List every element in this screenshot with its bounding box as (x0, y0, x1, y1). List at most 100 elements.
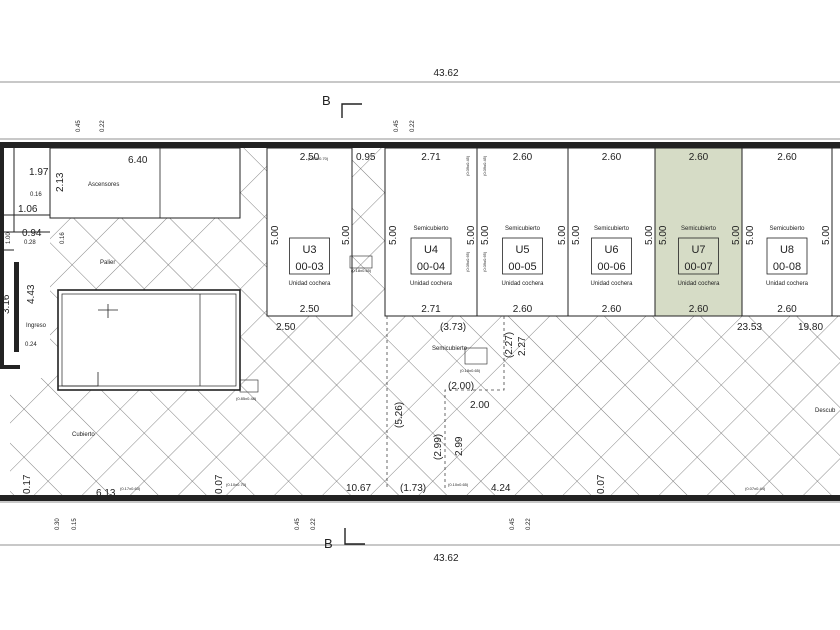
u8-tag-box (766, 237, 808, 275)
dim-100: 1.00 (6, 232, 12, 244)
note-1: (0.10x0.70) (308, 156, 329, 161)
dim-213: 2.13 (55, 172, 66, 192)
dim-1980: 19.80 (798, 322, 823, 333)
dim-028: 0.28 (24, 240, 36, 246)
u7-id: U7 (691, 244, 705, 256)
top-mark-045b: 0.45 (394, 120, 400, 132)
u8-top-dim: 2.60 (777, 152, 797, 163)
u7-box (654, 147, 743, 317)
u7-tag-box (678, 237, 719, 275)
u5-semi-label: Semicubierto (505, 226, 541, 232)
section-arrow-bottom (344, 528, 365, 545)
u3-code: 00-03 (295, 261, 323, 273)
dim-007a: 0.07 (214, 474, 225, 494)
u7-semi-label: Semicubierto (681, 226, 717, 232)
dim-197: 1.97 (29, 167, 49, 178)
label-palier: Palier (100, 260, 115, 266)
dim-227: 2.27 (517, 336, 528, 356)
annotations: (0.10x0.70) (0.18x0.65) (0.85x0.48) (0.1… (120, 155, 766, 491)
dim-640: 6.40 (128, 155, 148, 166)
u6-id: U6 (604, 244, 618, 256)
u6-depth-right: 5.00 (644, 225, 655, 245)
dim-227-paren: (2.27) (504, 332, 515, 358)
dim-299: 2.99 (454, 436, 465, 456)
meter-box-3 (349, 255, 373, 269)
u5-depth-right: 5.00 (557, 225, 568, 245)
u4-depth-right: 5.00 (466, 225, 477, 245)
u3-depth-left: 5.00 (270, 225, 281, 245)
label-descubierto: Descub (815, 408, 836, 414)
note-5: (0.17x0.63) (120, 486, 141, 491)
label-ascensores: Ascensores (88, 182, 119, 188)
dim-095: 0.95 (356, 152, 376, 163)
u5-depth-left: 5.00 (480, 225, 491, 245)
u4-box (384, 147, 478, 317)
label-semicubierto-zone: Semicubierto (432, 346, 468, 352)
meter-box-2 (464, 347, 488, 365)
bottom-mark-045a: 0.45 (295, 518, 301, 530)
core-rooms (49, 147, 488, 393)
u5-bottom-dim: 2.60 (513, 304, 533, 315)
note-8: (0.07x0.44) (745, 486, 766, 491)
u5-code: 00-05 (508, 261, 536, 273)
u5-box (476, 147, 569, 317)
dim-016b: 0.16 (60, 232, 66, 244)
dim-017: 0.17 (22, 474, 33, 494)
note-2: (0.18x0.65) (351, 268, 372, 273)
section-markers: B B (322, 93, 365, 551)
bottom-wall (0, 495, 840, 501)
u8-label: Unidad cochera (766, 281, 809, 287)
u6-bottom-dim: 2.60 (602, 304, 622, 315)
dim-316: 3.16 (1, 294, 12, 314)
stair-core (57, 289, 241, 391)
u4-bottom-dim: 2.71 (421, 304, 441, 315)
unit-u9-partial (831, 147, 840, 317)
dashed-right (444, 316, 505, 490)
u9-box-edge (831, 147, 840, 317)
u3-id: U3 (302, 244, 316, 256)
u4-top-dim: 2.71 (421, 152, 441, 163)
u4-tag-box (410, 237, 452, 275)
walls (0, 138, 840, 503)
u6-box (567, 147, 656, 317)
dim-424: 4.24 (491, 483, 511, 494)
note-7: (0.10x0.65) (448, 482, 469, 487)
u7-top-dim: 2.60 (689, 152, 709, 163)
left-lintel (0, 365, 20, 369)
left-dimensions: 6.40 1.97 2.13 0.16 1.06 0.94 0.28 0.16 … (1, 155, 148, 494)
label-cubierto: Cubierto (72, 432, 95, 438)
u3-tag-box (289, 237, 330, 275)
left-jamb (14, 262, 19, 352)
note-4: (0.18x0.65) (460, 368, 481, 373)
u5-top-dim: 2.60 (513, 152, 533, 163)
room-labels: Ascensores Palier Ingreso Cubierto Semic… (26, 182, 836, 438)
section-b-bottom: B (324, 536, 333, 551)
u6-depth-left: 5.00 (571, 225, 582, 245)
wall-marks: 0.45 0.22 0.45 0.22 0.30 0.15 0.45 0.22 … (55, 120, 532, 530)
u4-semi-label: Semicubierto (413, 226, 449, 232)
stair-core-inner (61, 293, 237, 387)
label-ingreso: Ingreso (26, 323, 47, 329)
dim-007b: 0.07 (596, 474, 607, 494)
u6-tag-box (591, 237, 632, 275)
top-mark-022a: 0.22 (100, 120, 106, 132)
u4-label: Unidad cochera (410, 281, 453, 287)
vnote-2: (0.09x0.45) (482, 155, 487, 176)
u8-depth-right: 5.00 (821, 225, 832, 245)
u4-depth-left: 5.00 (388, 225, 399, 245)
u3-top-dim: 2.50 (300, 152, 320, 163)
bottom-mark-015: 0.15 (72, 518, 78, 530)
dim-443: 4.43 (26, 284, 37, 304)
dim-373: (3.73) (440, 322, 466, 333)
u4-id: U4 (424, 244, 438, 256)
note-6: (0.10x0.70) (226, 482, 247, 487)
section-b-top: B (322, 93, 331, 108)
vnote-4: (0.09x0.65) (482, 251, 487, 272)
u3-depth-right: 5.00 (341, 225, 352, 245)
u8-semi-label: Semicubierto (769, 226, 805, 232)
dim-2353: 23.53 (737, 322, 762, 333)
u7-depth-right: 5.00 (731, 225, 742, 245)
dim-200: 2.00 (470, 400, 490, 411)
u4-code: 00-04 (417, 261, 445, 273)
